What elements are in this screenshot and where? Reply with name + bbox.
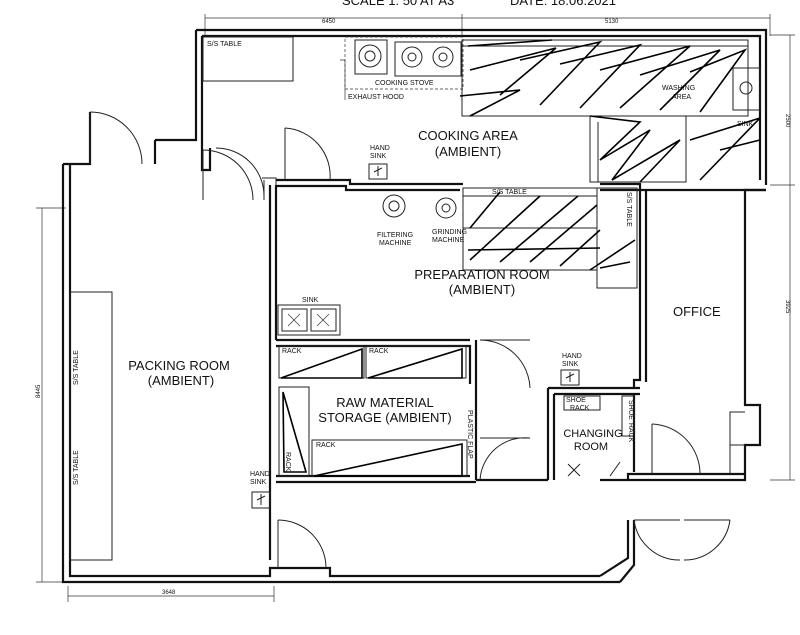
hatching-cooking [459, 39, 761, 183]
hatching-prep [467, 191, 636, 271]
sink-right-label: SINK [737, 121, 754, 128]
dim-right-upper: 2500 [784, 114, 790, 128]
office-label: OFFICE [673, 304, 721, 319]
shoe-rack-right-label: SHOERACK [627, 400, 634, 443]
shoe-rack-left [563, 395, 601, 411]
rack-label-2: RACK [369, 348, 389, 355]
dim-left: 8445 [36, 384, 42, 398]
dim-top-left: 6450 [322, 19, 336, 25]
hand-sink-changing [560, 369, 580, 386]
outer-walls [61, 28, 768, 584]
scale-text: SCALE 1: 50 AT A3 [342, 0, 454, 8]
filtering-machine [382, 194, 406, 218]
ss-table-prep [462, 187, 598, 271]
ss-table-top [202, 36, 294, 82]
preparation-room-label: PREPARATION ROOM(AMBIENT) [414, 267, 549, 297]
door-bottom[interactable] [633, 519, 731, 561]
door-cooking[interactable] [215, 127, 331, 200]
shoe-rack-right [621, 395, 635, 437]
plastic-flap-label: PLASTIC FLAP [466, 410, 473, 459]
dimension-lines [36, 14, 795, 602]
dim-right-lower: 3925 [784, 300, 790, 314]
door-changing[interactable] [567, 423, 701, 477]
date-text: DATE: 18.06.2021 [510, 0, 616, 8]
cooking-stove-label: COOKING STOVE [375, 80, 434, 87]
dim-top-right: 5130 [605, 19, 619, 25]
rack-label-4: RACK [316, 442, 336, 449]
ss-table-prep-label: S/S TABLE [492, 189, 527, 196]
cooking-area-label: COOKING AREA(AMBIENT) [418, 128, 518, 159]
door-packing-top[interactable] [89, 111, 254, 201]
ss-table-prep-side-label: S/S TABLE [625, 192, 632, 227]
ss-table-pack-2-label: S/S TABLE [73, 450, 80, 485]
ss-table-prep-side [596, 187, 638, 289]
hand-sink-packing [251, 491, 271, 509]
ss-table-pack-1-label: S/S TABLE [73, 350, 80, 385]
ss-table-pack [69, 291, 113, 561]
ss-table-top-label: S/S TABLE [207, 41, 242, 48]
door-storage[interactable] [479, 339, 531, 481]
sink-prep [277, 304, 341, 336]
hand-sink-cooking [368, 163, 388, 180]
racks [278, 345, 468, 477]
sink-prep-label: SINK [302, 297, 319, 304]
rack-label-3: RACK [284, 452, 291, 472]
dim-bottom: 3648 [162, 590, 176, 596]
rack-label-1: RACK [282, 348, 302, 355]
exhaust-hood-label: EXHAUST HOOD [348, 94, 404, 101]
packing-room-label: PACKING ROOM(AMBIENT) [128, 358, 230, 388]
door-packing-bottom[interactable] [277, 519, 327, 569]
grinding-machine [435, 197, 457, 219]
cooking-stove [358, 41, 462, 77]
washing-area-sink [732, 67, 761, 111]
